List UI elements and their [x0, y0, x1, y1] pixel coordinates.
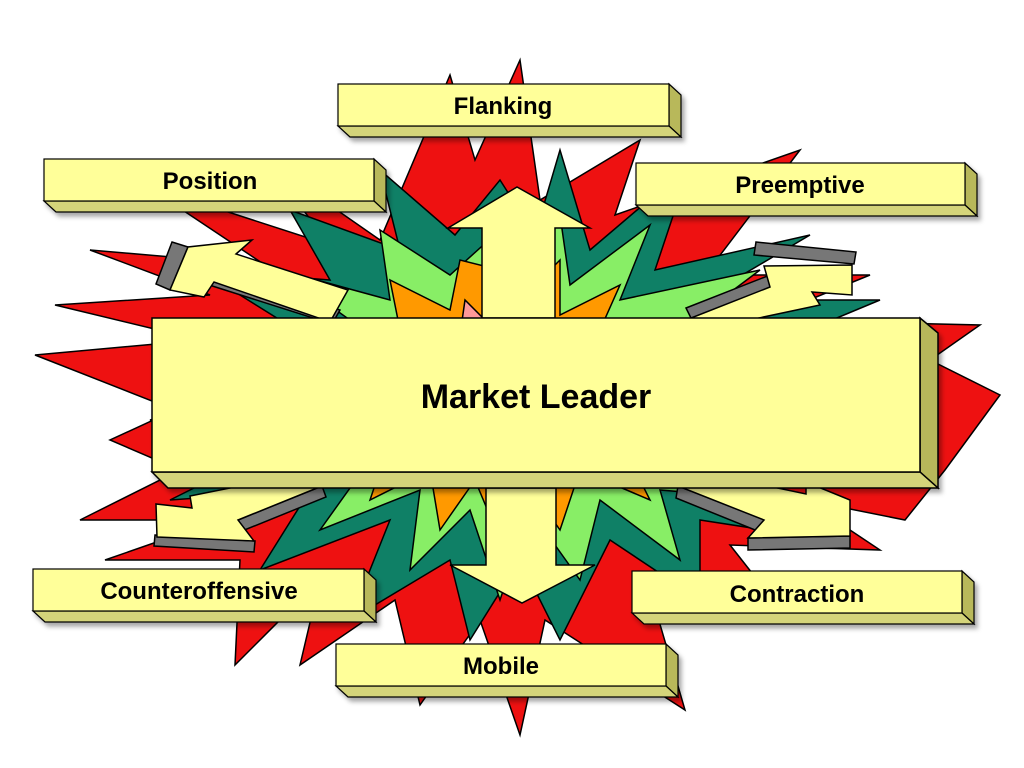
counteroffensive-label: Counteroffensive	[100, 578, 297, 605]
counteroffensive-box	[31, 567, 378, 624]
position-arrow	[155, 238, 350, 325]
flanking-arrow	[445, 186, 593, 319]
market-leader-box	[150, 316, 940, 490]
preemptive-arrow	[684, 241, 857, 323]
position-label: Position	[163, 168, 258, 195]
mobile-arrow	[449, 487, 596, 604]
mobile-label: Mobile	[463, 653, 539, 680]
mobile-box	[334, 642, 680, 699]
preemptive-box	[634, 161, 979, 218]
contraction-label: Contraction	[730, 581, 865, 608]
position-box	[42, 157, 388, 214]
flanking-box	[336, 82, 683, 139]
flanking-label: Flanking	[454, 93, 553, 120]
counteroffensive-arrow	[153, 473, 327, 553]
contraction-box	[630, 569, 976, 626]
market-leader-label: Market Leader	[421, 378, 652, 416]
preemptive-label: Preemptive	[735, 172, 864, 199]
